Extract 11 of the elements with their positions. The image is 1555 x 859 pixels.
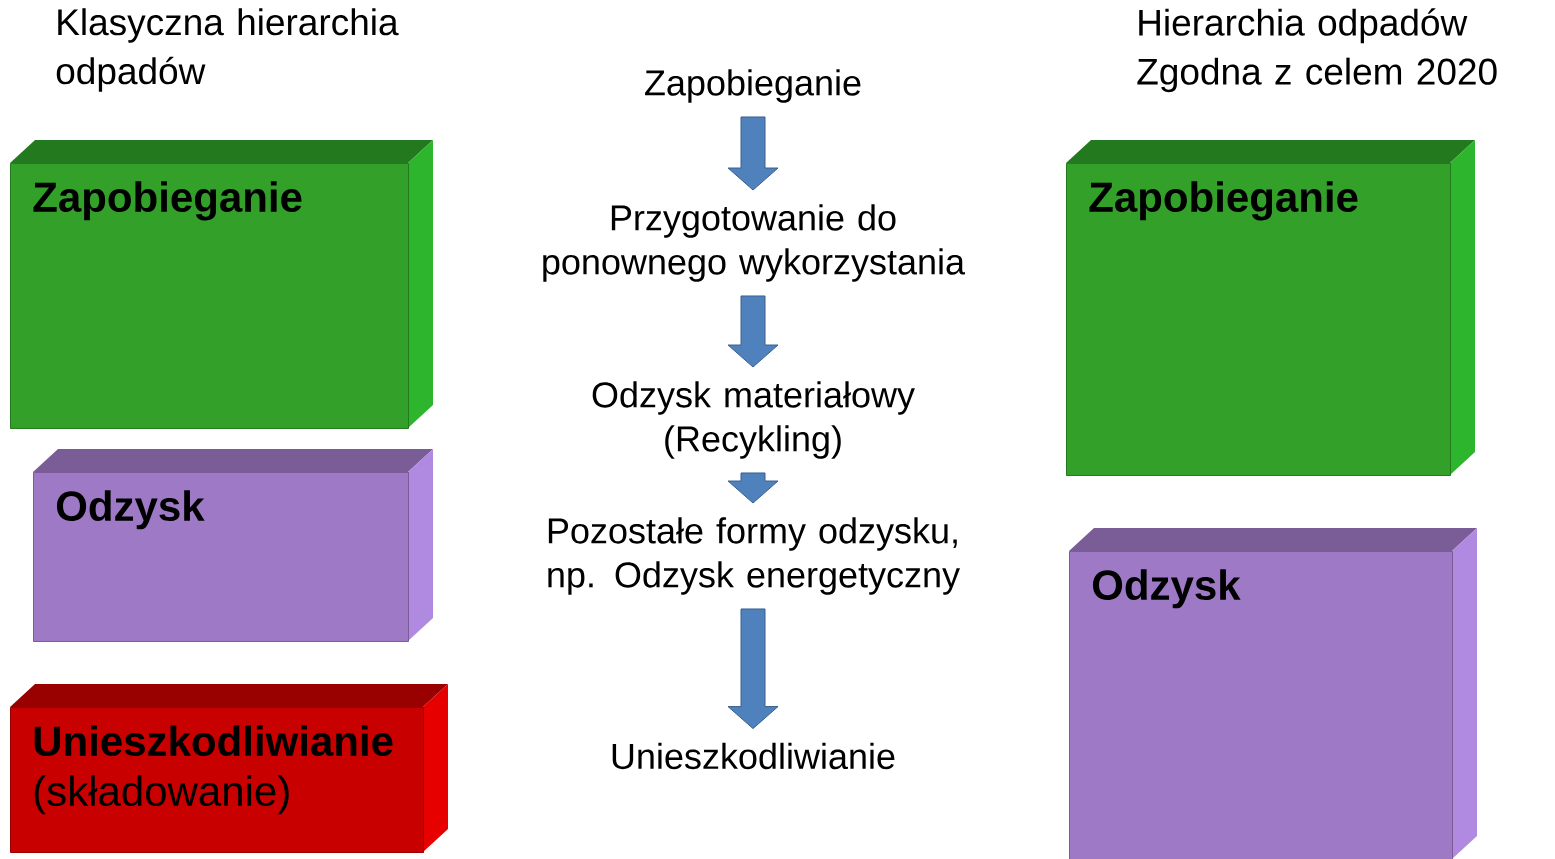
step-text: Odzysk materiałowy (Recykling) bbox=[592, 381, 915, 459]
block-arrow bbox=[727, 472, 779, 504]
heading: Klasyczna hierarchia odpadów bbox=[56, 8, 399, 92]
step-text: Zapobieganie bbox=[645, 69, 861, 103]
block-arrow bbox=[727, 295, 779, 368]
heading: Hierarchia odpadów Zgodna z celem 2020 bbox=[1137, 8, 1497, 93]
block-arrow bbox=[727, 116, 779, 191]
step-text: Przygotowanie do ponownego wykorzystania bbox=[543, 204, 966, 282]
block-arrow bbox=[727, 608, 779, 730]
step-text: Unieszkodliwianie bbox=[612, 742, 895, 770]
step-text: Pozostałe formy odzysku, np. Odzysk energetyczny bbox=[548, 517, 960, 595]
